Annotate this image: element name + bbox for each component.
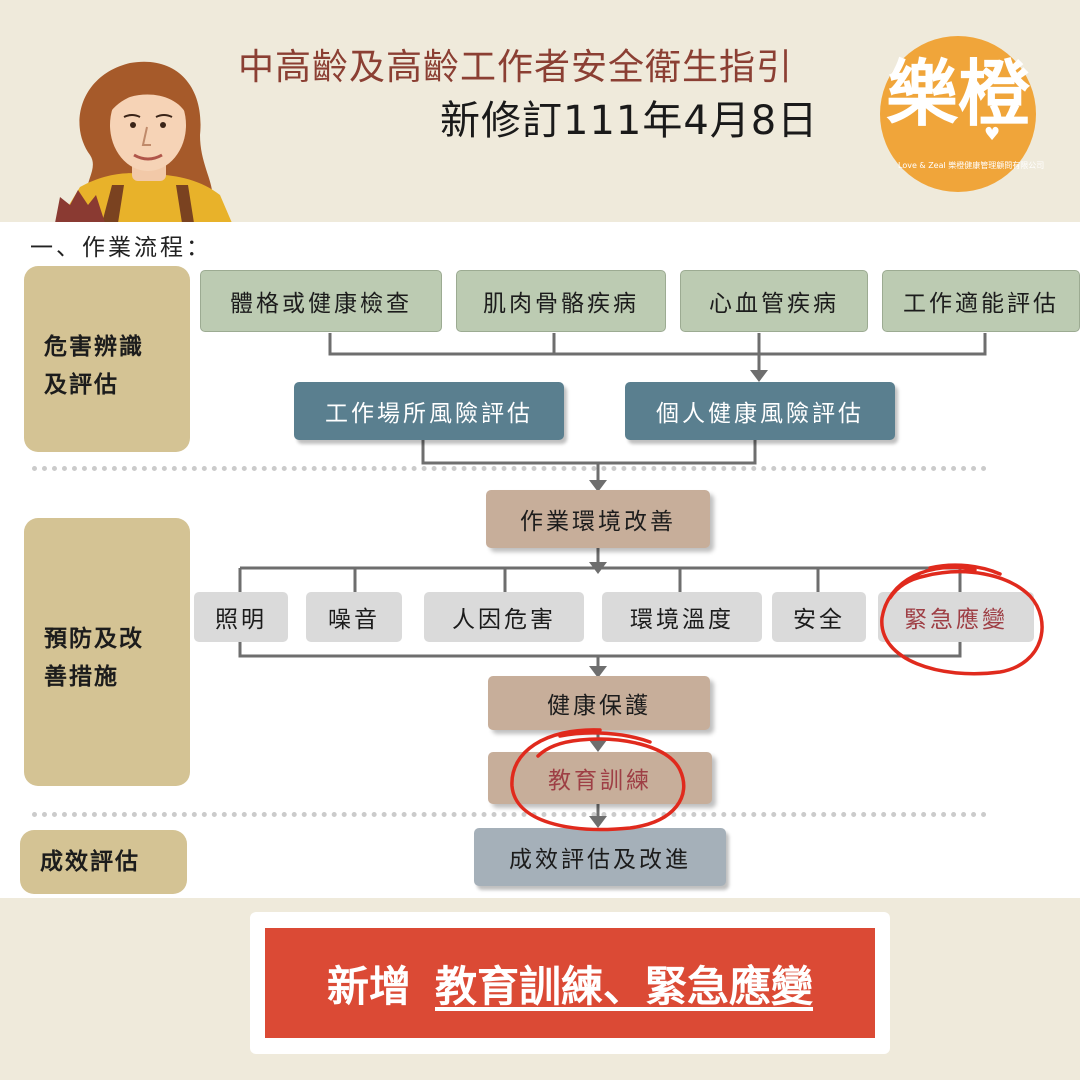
section-divider (32, 466, 987, 471)
category-evaluation: 成效評估 (20, 830, 187, 894)
heart-plus-icon: ♥ (984, 124, 1001, 145)
category-hazard-line2: 及評估 (44, 371, 119, 398)
logo-tagline: Love & Zeal 樂橙健康管理顧問有限公司 (898, 161, 1045, 170)
woman-illustration (55, 61, 232, 223)
step-health-protection: 健康保護 (488, 676, 710, 730)
banner-text: 教育訓練、緊急應變 (435, 961, 814, 1011)
category-hazard-identification: 危害辨識 及評估 (24, 266, 190, 452)
step-musculoskeletal: 肌肉骨骼疾病 (456, 270, 666, 332)
apron-shape (102, 185, 194, 223)
brand-logo: 樂橙 ♥ Love & Zeal 樂橙健康管理顧問有限公司 (880, 36, 1045, 192)
category-hazard-line1: 危害辨識 (44, 333, 144, 360)
measure-lighting: 照明 (194, 592, 288, 642)
step-evaluation-improvement: 成效評估及改進 (474, 828, 726, 886)
step-personal-risk: 個人健康風險評估 (625, 382, 895, 440)
step-physical-exam: 體格或健康檢查 (200, 270, 442, 332)
measure-noise: 噪音 (306, 592, 402, 642)
measure-ergonomics: 人因危害 (424, 592, 584, 642)
logo-text: 樂橙 (885, 51, 1030, 136)
highlight-circle-training (510, 728, 686, 832)
category-prevention-line1: 預防及改 (44, 625, 144, 652)
category-prevention: 預防及改 善措施 (24, 518, 190, 786)
step-cardiovascular: 心血管疾病 (680, 270, 868, 332)
step-work-ability: 工作適能評估 (882, 270, 1080, 332)
category-evaluation-label: 成效評估 (40, 848, 140, 875)
measure-safety: 安全 (772, 592, 866, 642)
revision-date: 新修訂111年4月8日 (440, 98, 819, 144)
section-divider (32, 812, 987, 817)
shirt-pattern (55, 190, 105, 223)
face-shape (110, 79, 186, 171)
category-prevention-line2: 善措施 (44, 663, 119, 690)
section-title: 一、作業流程： (30, 235, 212, 261)
fringe-shape (108, 77, 189, 117)
new-items-banner: 新增 教育訓練、緊急應變 (265, 928, 875, 1038)
step-workplace-risk: 工作場所風險評估 (294, 382, 564, 440)
step-environment-improvement: 作業環境改善 (486, 490, 710, 548)
measure-emergency-response: 緊急應變 (878, 592, 1034, 642)
measure-temperature: 環境溫度 (602, 592, 762, 642)
highlight-circle-emergency (880, 565, 1044, 676)
guideline-title: 中高齡及高齡工作者安全衛生指引 (238, 47, 794, 88)
banner-prefix: 新增 (326, 961, 411, 1011)
